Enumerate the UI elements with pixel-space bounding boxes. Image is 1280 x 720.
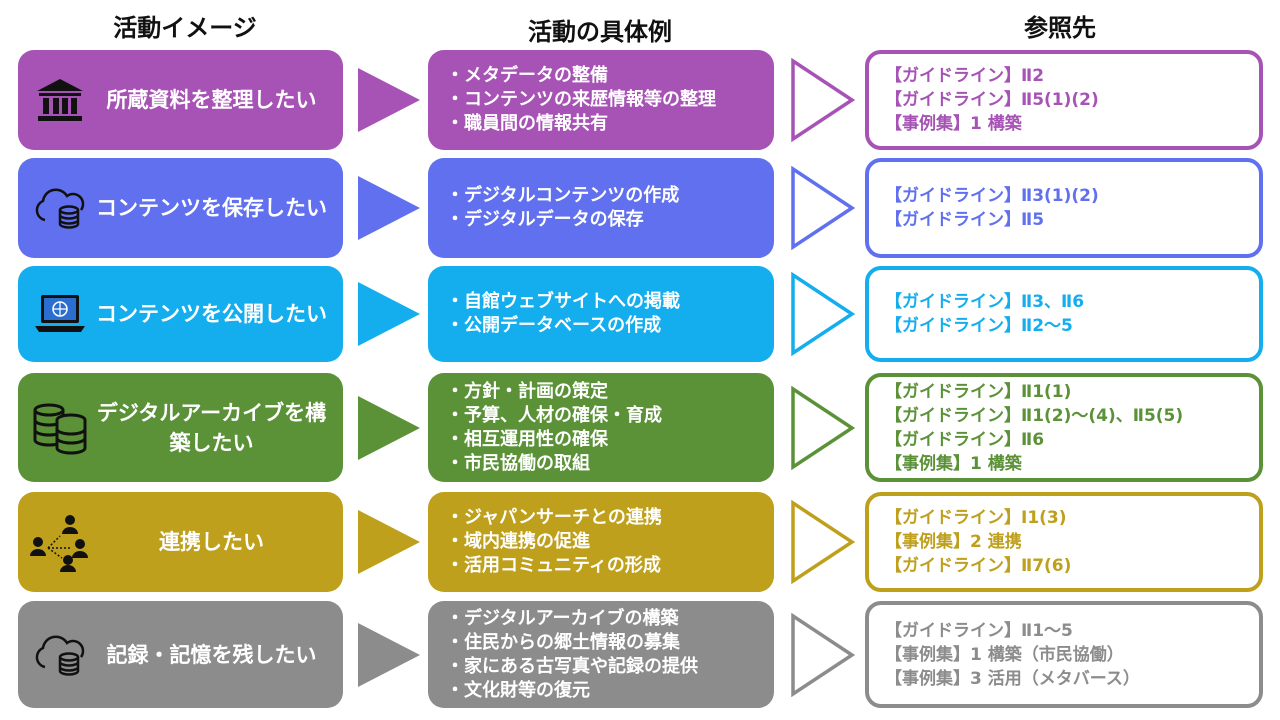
reference-item: 【ガイドライン】Ⅱ5(1)(2) xyxy=(885,90,1099,110)
reference-item: 【ガイドライン】Ⅱ1〜5 xyxy=(885,620,1073,641)
references-box: 【ガイドライン】Ⅱ3、Ⅱ6 【ガイドライン】Ⅱ2〜5 xyxy=(865,266,1263,362)
examples-box: ・デジタルコンテンツの作成・デジタルデータの保存 xyxy=(428,158,774,258)
arrow-right-icon xyxy=(358,510,420,574)
activity-box: 連携したい xyxy=(18,492,343,592)
references-box: 【ガイドライン】Ⅱ1(1) 【ガイドライン】Ⅱ1(2)〜(4)、Ⅱ5(5) 【ガイド… xyxy=(865,373,1263,482)
reference-item: 【ガイドライン】Ⅰ1(3) xyxy=(885,508,1067,528)
reference-item: 【事例集】2 連携 xyxy=(885,532,1022,552)
outline-arrow-icon xyxy=(791,612,856,697)
reference-item: 【ガイドライン】Ⅱ7(6) xyxy=(885,556,1072,576)
example-item: ・職員間の情報共有 xyxy=(446,113,608,134)
examples-box: ・メタデータの整備・コンテンツの来歴情報等の整理・職員間の情報共有 xyxy=(428,50,774,150)
arrow-right-icon xyxy=(358,395,420,460)
examples-box: ・自館ウェブサイトへの掲載・公開データベースの作成 xyxy=(428,266,774,362)
reference-item: 【事例集】3 活用（メタバース） xyxy=(885,668,1140,689)
example-item: ・デジタルコンテンツの作成 xyxy=(446,185,680,206)
header-examples: 活動の具体例 xyxy=(528,18,672,46)
header-activity-image: 活動イメージ xyxy=(113,14,257,42)
references-box: 【ガイドライン】Ⅰ1(3) 【事例集】2 連携【ガイドライン】Ⅱ7(6) xyxy=(865,492,1263,592)
reference-item: 【ガイドライン】Ⅱ2〜5 xyxy=(885,316,1073,336)
reference-item: 【ガイドライン】Ⅱ3(1)(2) xyxy=(885,186,1099,206)
example-item: ・方針・計画の策定 xyxy=(446,380,608,402)
example-item: ・デジタルアーカイブの構築 xyxy=(446,607,679,629)
example-item: ・コンテンツの来歴情報等の整理 xyxy=(446,89,716,110)
activity-label: 所蔵資料を整理したい xyxy=(106,88,317,112)
header-references: 参照先 xyxy=(1024,14,1096,42)
database-icon xyxy=(30,400,90,456)
examples-box: ・方針・計画の策定・予算、人材の確保・育成・相互運用性の確保・市民協働の取組 xyxy=(428,373,774,482)
reference-item: 【ガイドライン】Ⅱ1(2)〜(4)、Ⅱ5(5) xyxy=(885,405,1184,426)
reference-item: 【ガイドライン】Ⅱ1(1) xyxy=(885,381,1072,402)
references-box: 【ガイドライン】Ⅱ2 【ガイドライン】Ⅱ5(1)(2) 【事例集】1 構築 xyxy=(865,50,1263,150)
references-box: 【ガイドライン】Ⅱ3(1)(2) 【ガイドライン】Ⅱ5 xyxy=(865,158,1263,258)
activity-label: コンテンツを公開したい xyxy=(96,302,327,326)
reference-item: 【ガイドライン】Ⅱ2 xyxy=(885,66,1045,86)
example-item: ・相互運用性の確保 xyxy=(446,428,608,450)
cloud-database-icon xyxy=(30,186,90,230)
reference-item: 【事例集】1 構築 xyxy=(885,453,1022,474)
activity-row: コンテンツを保存したい ・デジタルコンテンツの作成・デジタルデータの保存 【ガイ… xyxy=(0,158,1280,258)
example-item: ・市民協働の取組 xyxy=(446,452,590,474)
activity-box: コンテンツを公開したい xyxy=(18,266,343,362)
laptop-globe-icon xyxy=(30,293,90,335)
network-people-icon xyxy=(30,512,90,572)
examples-box: ・デジタルアーカイブの構築・住民からの郷土情報の募集・家にある古写真や記録の提供… xyxy=(428,601,774,708)
activity-row: コンテンツを公開したい ・自館ウェブサイトへの掲載・公開データベースの作成 【ガ… xyxy=(0,266,1280,362)
outline-arrow-icon xyxy=(791,58,856,142)
reference-item: 【ガイドライン】Ⅱ5 xyxy=(885,210,1045,230)
museum-icon xyxy=(30,77,90,123)
activity-box: 所蔵資料を整理したい xyxy=(18,50,343,150)
activity-label: 連携したい xyxy=(159,530,264,554)
example-item: ・文化財等の復元 xyxy=(446,679,590,701)
arrow-right-icon xyxy=(358,622,420,687)
reference-item: 【事例集】1 構築 xyxy=(885,114,1022,134)
activity-label: 記録・記憶を残したい xyxy=(106,642,317,667)
example-item: ・予算、人材の確保・育成 xyxy=(446,404,662,426)
reference-item: 【ガイドライン】Ⅱ6 xyxy=(885,429,1045,450)
example-item: ・ジャパンサーチとの連携 xyxy=(446,507,662,528)
reference-item: 【ガイドライン】Ⅱ3、Ⅱ6 xyxy=(885,292,1085,312)
references-box: 【ガイドライン】Ⅱ1〜5 【事例集】1 構築（市民協働） 【事例集】3 活用（メタバ… xyxy=(865,601,1263,708)
activity-row: 連携したい ・ジャパンサーチとの連携・域内連携の促進・活用コミュニティの形成 【… xyxy=(0,492,1280,592)
activity-box: 記録・記憶を残したい xyxy=(18,601,343,708)
outline-arrow-icon xyxy=(791,500,856,584)
activity-row: 所蔵資料を整理したい ・メタデータの整備・コンテンツの来歴情報等の整理・職員間の… xyxy=(0,50,1280,150)
example-item: ・家にある古写真や記録の提供 xyxy=(446,655,698,677)
activity-row: 記録・記憶を残したい ・デジタルアーカイブの構築・住民からの郷土情報の募集・家に… xyxy=(0,601,1280,708)
arrow-right-icon xyxy=(358,68,420,132)
activity-label: コンテンツを保存したい xyxy=(96,196,327,220)
example-item: ・活用コミュニティの形成 xyxy=(446,555,661,576)
activity-box: デジタルアーカイブを構築したい xyxy=(18,373,343,482)
activity-box: コンテンツを保存したい xyxy=(18,158,343,258)
example-item: ・デジタルデータの保存 xyxy=(446,209,644,230)
example-item: ・自館ウェブサイトへの掲載 xyxy=(446,291,680,312)
outline-arrow-icon xyxy=(791,166,856,250)
activity-label: デジタルアーカイブを構築したい xyxy=(96,400,327,455)
activity-row: デジタルアーカイブを構築したい ・方針・計画の策定・予算、人材の確保・育成・相互… xyxy=(0,373,1280,482)
example-item: ・メタデータの整備 xyxy=(446,65,608,86)
outline-arrow-icon xyxy=(791,272,856,356)
example-item: ・公開データベースの作成 xyxy=(446,315,662,336)
example-item: ・域内連携の促進 xyxy=(446,531,590,552)
reference-item: 【事例集】1 構築（市民協働） xyxy=(885,644,1124,665)
example-item: ・住民からの郷土情報の募集 xyxy=(446,631,680,653)
arrow-right-icon xyxy=(358,282,420,346)
outline-arrow-icon xyxy=(791,385,856,470)
cloud-database-icon xyxy=(30,633,90,677)
examples-box: ・ジャパンサーチとの連携・域内連携の促進・活用コミュニティの形成 xyxy=(428,492,774,592)
arrow-right-icon xyxy=(358,176,420,240)
